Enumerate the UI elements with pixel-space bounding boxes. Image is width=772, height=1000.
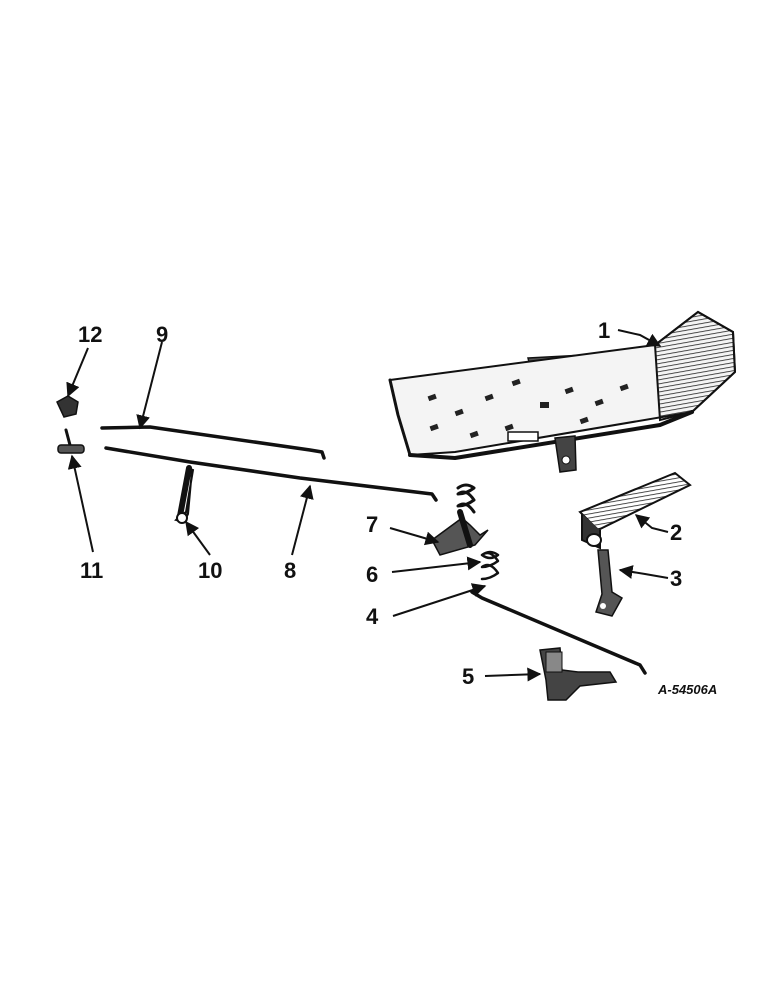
callout-4: 4	[366, 604, 379, 629]
callout-10: 10	[198, 558, 222, 583]
part-3-lever	[595, 549, 624, 617]
callout-11: 11	[80, 558, 103, 583]
callout-9: 9	[156, 322, 168, 347]
leader-lines	[66, 329, 669, 682]
part-12-knob	[56, 395, 79, 418]
part-7-arm	[431, 483, 489, 556]
part-10-crank	[174, 465, 195, 524]
part-11-pin	[57, 428, 85, 454]
callout-7: 7	[366, 512, 378, 537]
part-9-rod	[100, 425, 326, 460]
callout-12: 12	[78, 322, 102, 347]
callout-labels: 1 2 3 4 5 6 7 8 9 10 11 12 A-54506A	[78, 318, 717, 697]
part-8-rod	[104, 446, 438, 502]
callout-8: 8	[284, 558, 296, 583]
figure-reference-code: A-54506A	[657, 682, 717, 697]
callout-5: 5	[462, 664, 474, 689]
callout-1: 1	[598, 318, 610, 343]
part-2-pedal	[578, 471, 692, 550]
part-6-spring	[480, 550, 500, 581]
callout-3: 3	[670, 566, 682, 591]
callout-6: 6	[366, 562, 378, 587]
part-5-bracket	[539, 647, 618, 701]
callout-2: 2	[670, 520, 682, 545]
part-1-platform	[388, 310, 737, 473]
